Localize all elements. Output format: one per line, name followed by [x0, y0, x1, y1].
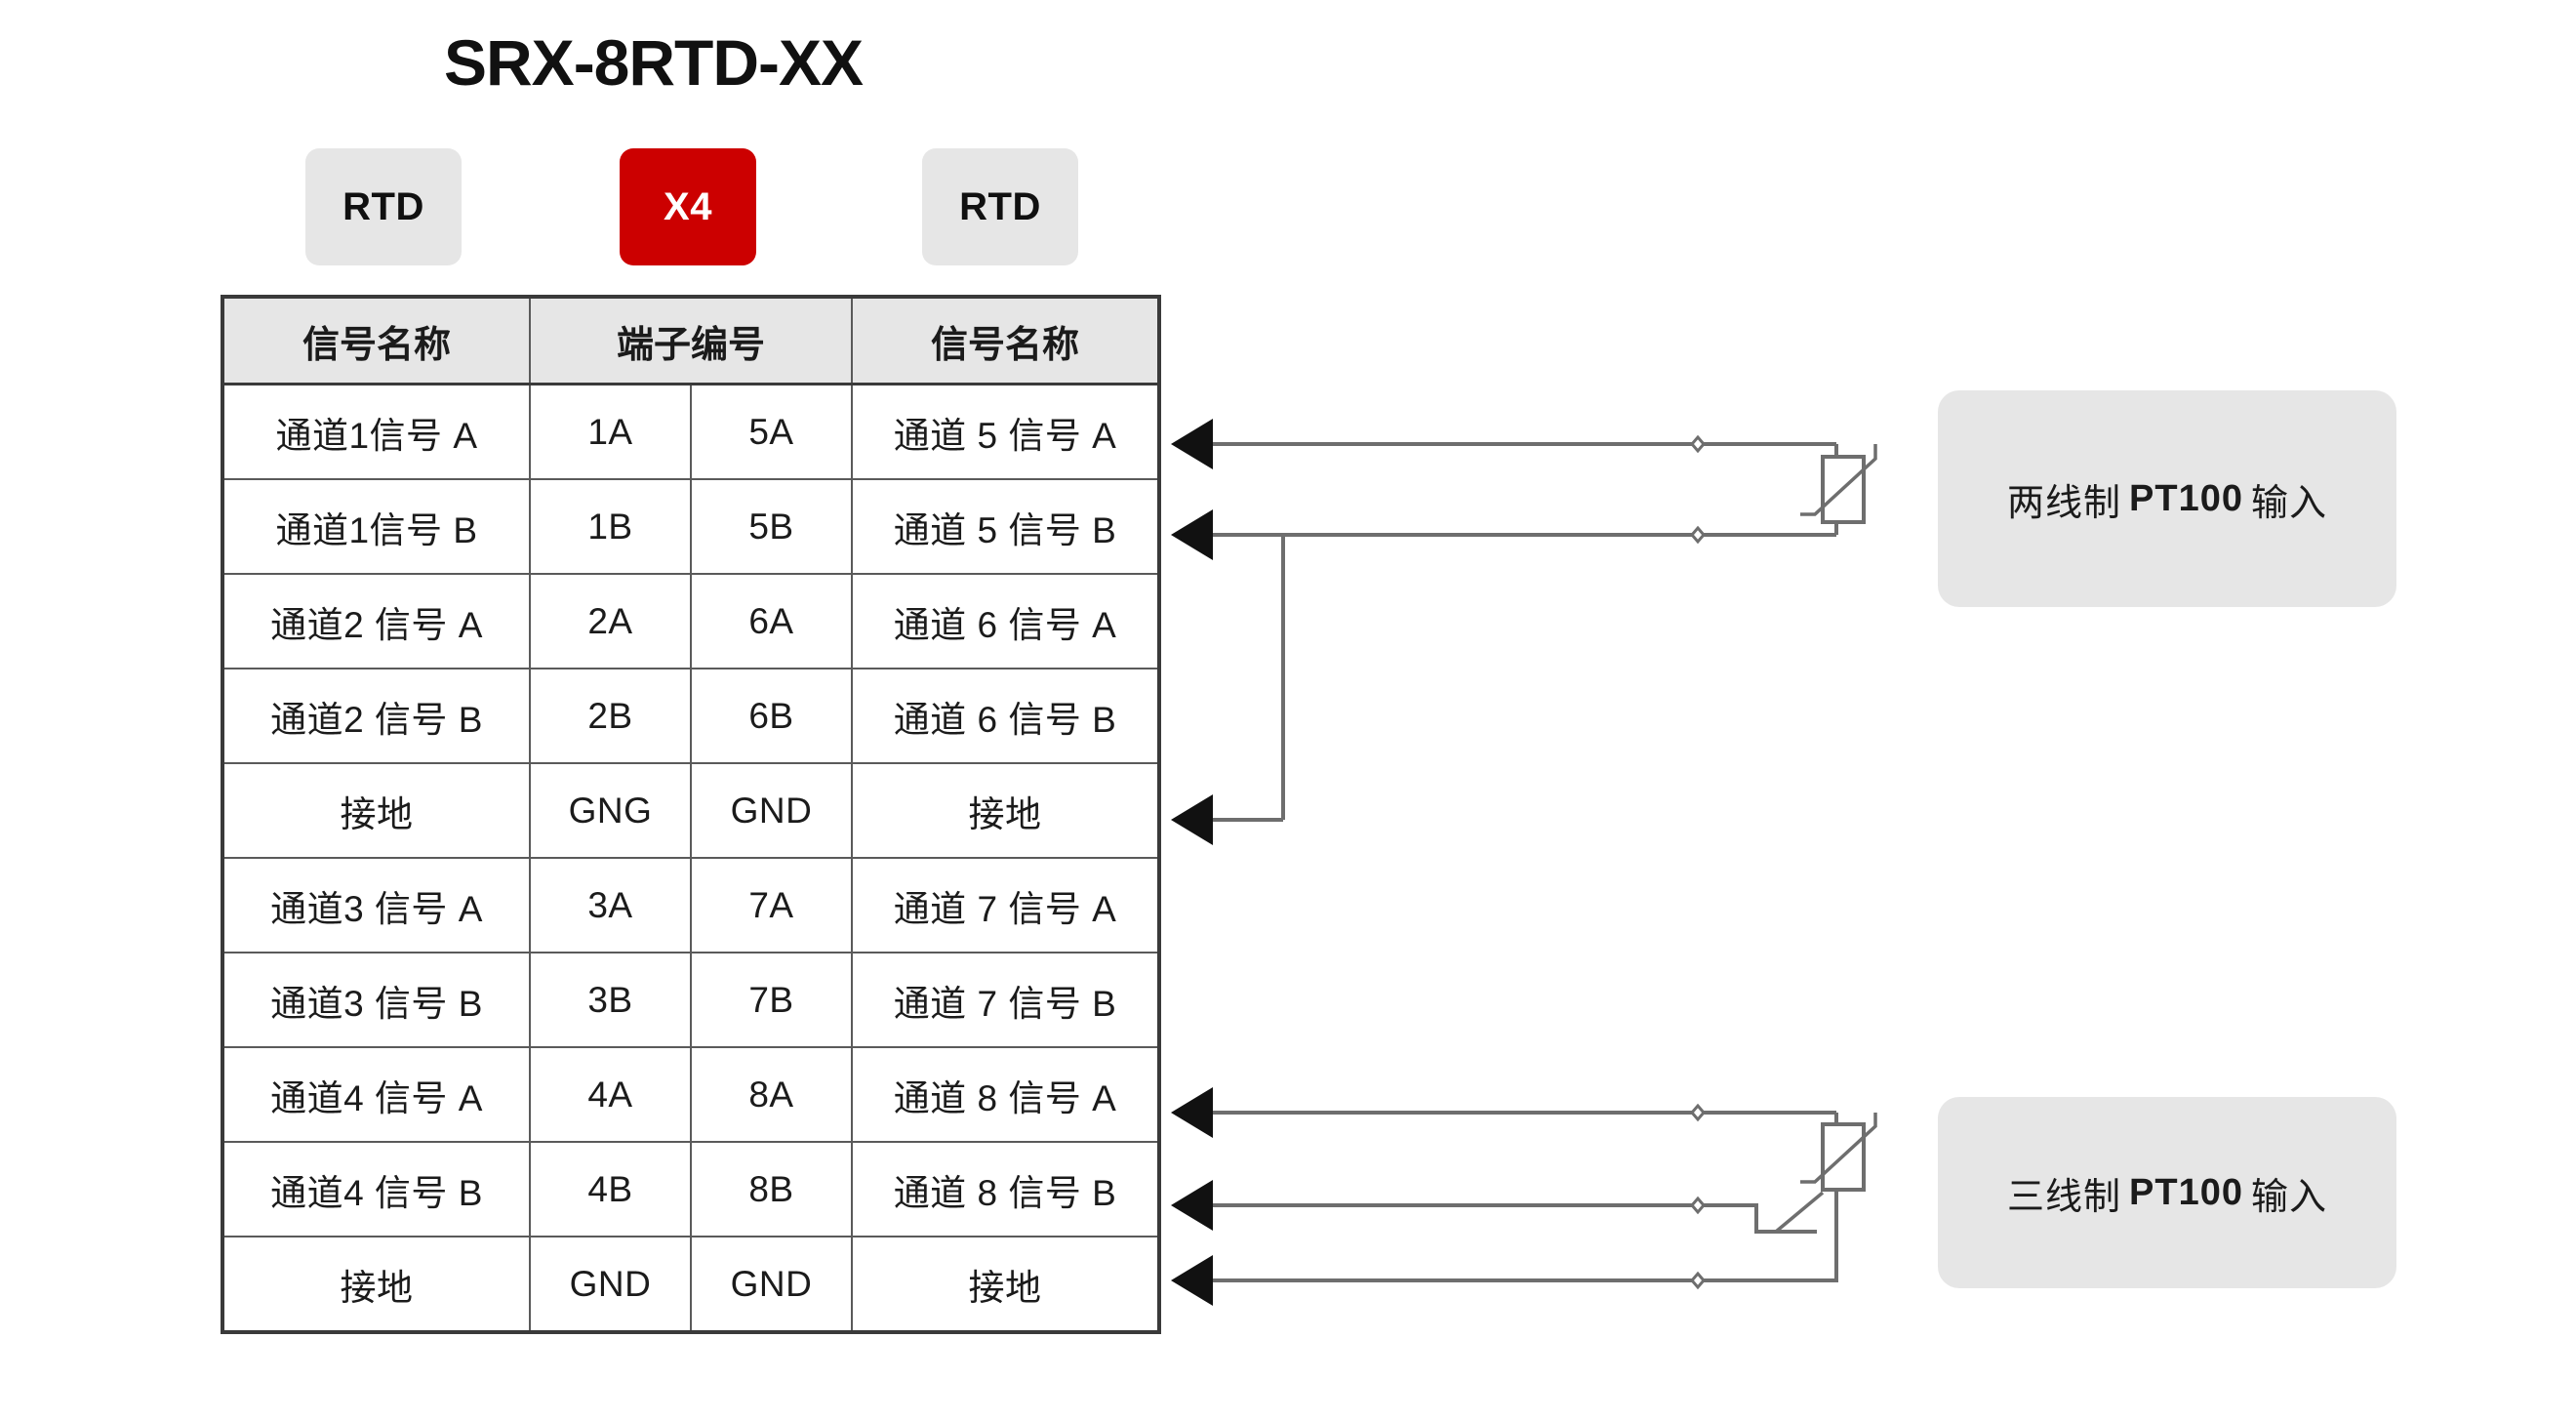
- cell-signal-right: 通道 6 信号 B: [851, 668, 1161, 764]
- cell-signal-right: 接地: [851, 1236, 1161, 1334]
- cell-terminal-right: 8B: [690, 1141, 853, 1237]
- cell-signal-right: 通道 8 信号 B: [851, 1141, 1161, 1237]
- cell-terminal-right: GND: [690, 762, 853, 859]
- callout-three-wire-emphasis: PT100: [2129, 1171, 2243, 1213]
- cell-signal-right: 通道 5 信号 A: [851, 383, 1161, 480]
- cell-signal-left: 通道4 信号 B: [221, 1141, 531, 1237]
- cell-signal-left: 通道1信号 A: [221, 383, 531, 480]
- column-header-signal-right: 信号名称: [851, 295, 1161, 385]
- column-header-signal-left: 信号名称: [221, 295, 531, 385]
- cell-signal-left: 接地: [221, 1236, 531, 1334]
- cell-signal-left: 接地: [221, 762, 531, 859]
- badge-x4: X4: [620, 148, 756, 265]
- badge-rtd-left-label: RTD: [342, 184, 424, 228]
- callout-three-wire-prefix: 三线制: [2007, 1176, 2122, 1218]
- connection-arrowheads: [1171, 419, 1213, 1306]
- cell-terminal-left: 4A: [529, 1046, 692, 1143]
- cell-signal-right: 通道 8 信号 A: [851, 1046, 1161, 1143]
- cell-signal-left: 通道1信号 B: [221, 478, 531, 575]
- cell-terminal-right: 5B: [690, 478, 853, 575]
- cell-signal-left: 通道4 信号 A: [221, 1046, 531, 1143]
- table-header-row: 信号名称 端子编号 信号名称: [221, 295, 1161, 385]
- cell-terminal-left: 3B: [529, 952, 692, 1048]
- cell-terminal-left: GND: [529, 1236, 692, 1334]
- cell-terminal-right: 6B: [690, 668, 853, 764]
- cell-terminal-left: 2A: [529, 573, 692, 669]
- cell-terminal-right: 7A: [690, 857, 853, 953]
- cell-signal-right: 通道 7 信号 B: [851, 952, 1161, 1048]
- callout-two-wire-suffix: 输入: [2250, 482, 2327, 524]
- cell-signal-right: 通道 5 信号 B: [851, 478, 1161, 575]
- badge-rtd-left: RTD: [305, 148, 462, 265]
- cell-terminal-right: 7B: [690, 952, 853, 1048]
- cell-terminal-left: 4B: [529, 1141, 692, 1237]
- callout-two-wire-pt100: 两线制 PT100 输入: [1938, 390, 2396, 607]
- cell-terminal-left: 2B: [529, 668, 692, 764]
- cell-signal-left: 通道2 信号 B: [221, 668, 531, 764]
- cell-terminal-left: GNG: [529, 762, 692, 859]
- cell-terminal-right: 8A: [690, 1046, 853, 1143]
- badge-rtd-right: RTD: [922, 148, 1078, 265]
- cell-terminal-left: 1B: [529, 478, 692, 575]
- cell-signal-left: 通道2 信号 A: [221, 573, 531, 669]
- badge-rtd-right-label: RTD: [959, 184, 1041, 228]
- cell-terminal-left: 3A: [529, 857, 692, 953]
- column-header-terminal: 端子编号: [529, 295, 853, 385]
- cell-terminal-right: GND: [690, 1236, 853, 1334]
- badge-x4-label: X4: [664, 184, 712, 228]
- cell-signal-right: 通道 6 信号 A: [851, 573, 1161, 669]
- cell-signal-right: 接地: [851, 762, 1161, 859]
- callout-three-wire-suffix: 输入: [2250, 1176, 2327, 1218]
- callout-three-wire-pt100: 三线制 PT100 输入: [1938, 1097, 2396, 1288]
- cell-signal-left: 通道3 信号 B: [221, 952, 531, 1048]
- cell-signal-left: 通道3 信号 A: [221, 857, 531, 953]
- cell-terminal-right: 6A: [690, 573, 853, 669]
- callout-two-wire-emphasis: PT100: [2129, 477, 2243, 519]
- cell-terminal-right: 5A: [690, 383, 853, 480]
- cell-signal-right: 通道 7 信号 A: [851, 857, 1161, 953]
- page-title: SRX-8RTD-XX: [444, 26, 864, 99]
- cell-terminal-left: 1A: [529, 383, 692, 480]
- callout-two-wire-prefix: 两线制: [2007, 482, 2122, 524]
